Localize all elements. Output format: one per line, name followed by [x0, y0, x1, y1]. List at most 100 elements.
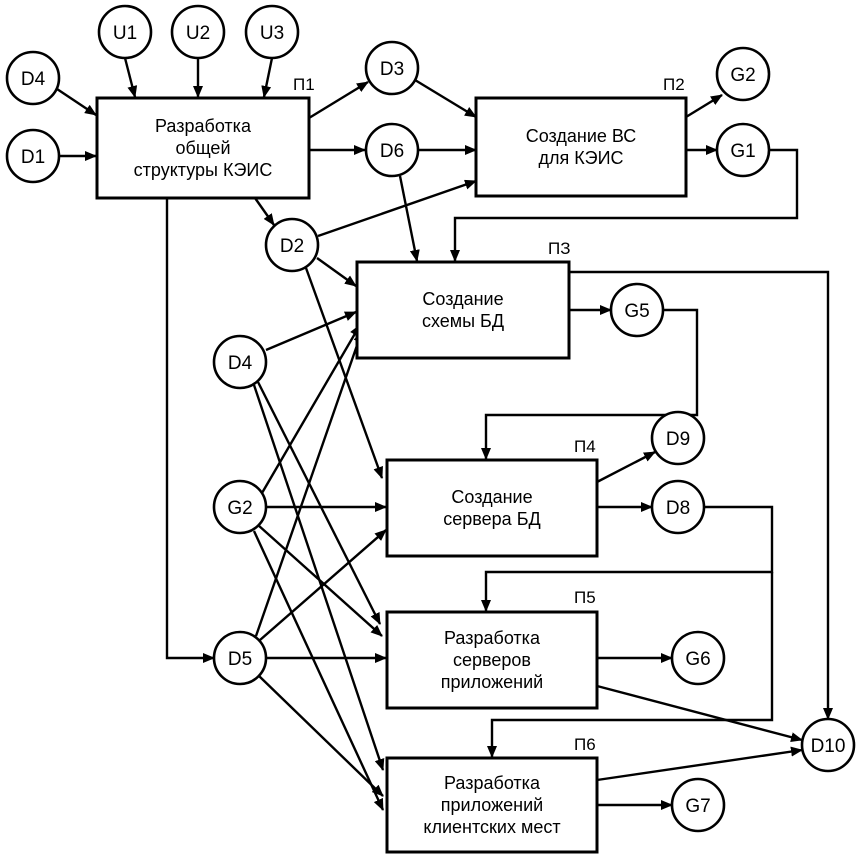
process-id-label: П4 [574, 437, 596, 456]
edge-arrow-20 [481, 308, 699, 460]
process-label-line: схемы БД [422, 311, 504, 331]
process-box [385, 756, 599, 854]
edge-arrow-21 [569, 270, 833, 720]
node-label: D5 [228, 649, 252, 670]
edge-arrow-13 [254, 197, 275, 226]
process-label-line: Разработка [444, 773, 541, 793]
process-label-line: клиентских мест [423, 817, 560, 837]
node-circle [170, 4, 226, 60]
edge-arrow-4 [56, 88, 97, 116]
node-label: G2 [730, 65, 755, 86]
edge-arrow-30 [257, 524, 383, 637]
process-box [355, 260, 571, 360]
node-label: D9 [666, 429, 690, 450]
node-circle [800, 717, 856, 773]
process-id-label: П1 [293, 75, 315, 94]
edge-arrow-10 [685, 93, 723, 119]
edge-arrow-39 [487, 572, 774, 758]
node-circle [715, 46, 771, 102]
node-label: D8 [666, 498, 690, 519]
node-label: D3 [380, 59, 404, 80]
node-label: G5 [624, 301, 649, 322]
edge-arrow-24 [252, 384, 385, 771]
node-g5: G5 [609, 282, 665, 338]
edge-arrow-33 [259, 529, 387, 641]
edge-arrow-35 [257, 674, 384, 797]
edge-arrow-37 [596, 684, 803, 743]
node-label: G7 [685, 796, 710, 817]
node-label: D4 [228, 353, 253, 374]
edge-arrow-38 [596, 746, 803, 782]
node-d1: D1 [5, 128, 61, 184]
edge-arrow-14 [317, 179, 477, 238]
edge-arrow-6 [308, 80, 369, 120]
process-label-line: Создание ВС [526, 126, 637, 146]
node-circle [264, 217, 320, 273]
edge-arrow-32 [254, 330, 364, 637]
node-d5: D5 [212, 630, 268, 686]
node-d4a: D4 [5, 50, 61, 106]
edge-arrow-31 [252, 530, 385, 811]
node-d10: D10 [800, 717, 856, 773]
node-label: G6 [685, 649, 710, 670]
node-circle [650, 410, 706, 466]
process-label-line: Создание [422, 289, 503, 309]
edge-arrow-12 [450, 148, 799, 262]
process-box [385, 610, 599, 710]
process-label-line: Разработка [444, 628, 541, 648]
process-id-label: П2 [663, 75, 685, 94]
node-circle [212, 334, 268, 390]
node-d9: D9 [650, 410, 706, 466]
node-circle [670, 630, 726, 686]
node-g2top: G2 [715, 46, 771, 102]
node-circle [212, 479, 268, 535]
node-circle [364, 122, 420, 178]
node-circle [670, 777, 726, 833]
edge-arrow-25 [596, 450, 656, 484]
process-id-label: П5 [574, 588, 596, 607]
node-d6: D6 [364, 122, 420, 178]
node-g2mid: G2 [212, 479, 268, 535]
node-circle [609, 282, 665, 338]
node-u1: U1 [97, 4, 153, 60]
node-circle [244, 4, 300, 60]
node-label: D10 [811, 736, 846, 757]
process-label-line: для КЭИС [538, 148, 623, 168]
node-label: U3 [260, 23, 284, 44]
node-circle [5, 128, 61, 184]
node-label: U2 [186, 23, 210, 44]
edge-arrow-1 [123, 57, 138, 98]
process-label-line: серверов [453, 650, 531, 670]
edge-arrow-28 [260, 324, 362, 494]
node-label: G1 [730, 141, 755, 162]
node-circle [715, 122, 771, 178]
node-circle [650, 479, 706, 535]
process-label-line: сервера БД [443, 509, 540, 529]
process-box [474, 96, 688, 198]
node-u2: U2 [170, 4, 226, 60]
process-label-line: Создание [451, 487, 532, 507]
process-label-line: приложений [441, 795, 543, 815]
process-box [385, 458, 599, 558]
node-label: D2 [280, 236, 304, 257]
node-label: D4 [21, 69, 46, 90]
process-label-line: структуры КЭИС [134, 160, 273, 180]
edge-arrow-22 [265, 310, 357, 352]
process-label-line: Разработка [155, 116, 252, 136]
edge-arrow-16 [316, 257, 357, 287]
edge-arrow-3 [261, 57, 274, 98]
node-label: G2 [227, 498, 252, 519]
edge-arrow-8 [414, 78, 477, 119]
edges [56, 57, 833, 811]
node-label: D6 [380, 141, 404, 162]
node-u3: U3 [244, 4, 300, 60]
